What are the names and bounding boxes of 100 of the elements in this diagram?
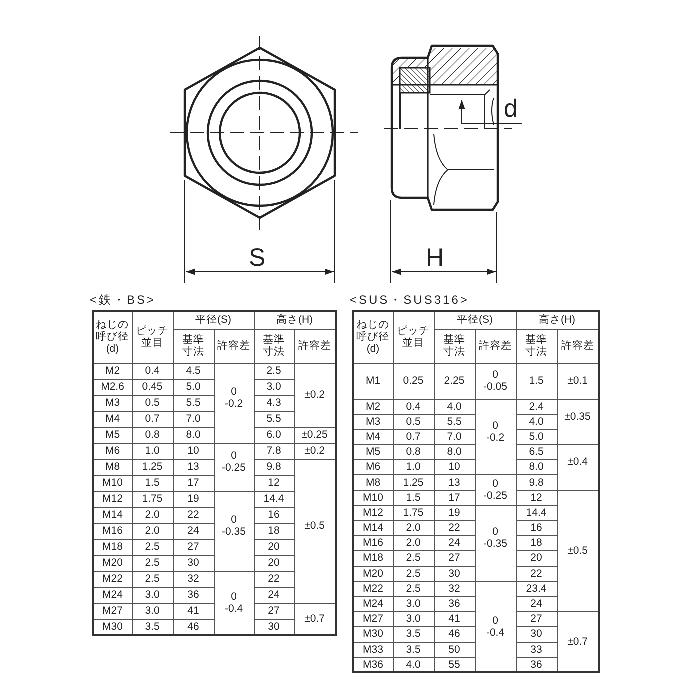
header-cell: ピッチ並目 <box>393 311 434 363</box>
table-cell: M2 <box>93 363 132 379</box>
header-cell: ピッチ並目 <box>132 311 173 363</box>
table-cell: 18 <box>516 536 557 551</box>
table-cell: 3.5 <box>393 642 434 658</box>
table-cell: M24 <box>93 587 132 603</box>
table-cell: 1.75 <box>393 505 434 520</box>
dimension-label: H <box>426 246 444 271</box>
table-cell: 1.25 <box>393 474 434 490</box>
table-cell: M4 <box>93 411 132 427</box>
table-cell: 9.8 <box>254 459 294 475</box>
table-cell: M24 <box>353 596 393 612</box>
dimension-label: d <box>504 97 518 122</box>
table-cell: 0.4 <box>393 399 434 414</box>
table-cell: 16 <box>516 520 557 536</box>
header-cell: ねじの呼び径(d) <box>353 311 393 363</box>
table-cell: 8.0 <box>434 444 475 460</box>
table-cell: M10 <box>353 490 393 506</box>
table-cell: 0.7 <box>132 411 173 427</box>
table-cell: 30 <box>516 626 557 642</box>
table-cell: M6 <box>353 460 393 475</box>
table-cell: 3.0 <box>132 603 173 619</box>
table-cell: 0 -0.35 <box>214 491 254 571</box>
table-cell: 3.5 <box>393 626 434 642</box>
table-cell: M5 <box>353 444 393 460</box>
table-cell: 0 -0.2 <box>475 399 516 475</box>
table-cell: 0.45 <box>132 379 173 395</box>
table-cell: 0.25 <box>393 363 434 399</box>
table-cell: 3.0 <box>132 587 173 603</box>
table-cell: 0.8 <box>393 444 434 460</box>
table-cell: 0 -0.25 <box>475 474 516 506</box>
table-cell: 2.4 <box>516 399 557 414</box>
header-cell: 平径(S) <box>434 311 516 329</box>
table-cell: M12 <box>93 491 132 507</box>
header-cell: 基準寸法 <box>434 329 475 363</box>
table-cell: 2.5 <box>132 555 173 571</box>
table-cell: M2 <box>353 399 393 414</box>
table-cell: 2.5 <box>132 571 173 587</box>
table-cell: 1.25 <box>132 459 173 475</box>
table-cell: M22 <box>353 581 393 596</box>
header-cell: ねじの呼び径(d) <box>93 311 132 363</box>
table-cell: 0.5 <box>393 414 434 430</box>
table-cell: 0 -0.35 <box>475 505 516 582</box>
table-cell: M18 <box>353 550 393 566</box>
table-cell: 2.5 <box>393 581 434 596</box>
table-cell: 6.5 <box>516 444 557 460</box>
table-title: <SUS・SUS316> <box>350 292 470 309</box>
table-cell: 27 <box>254 603 294 619</box>
table-cell: 10 <box>434 460 475 475</box>
table-cell: M18 <box>93 539 132 555</box>
table-cell: 2.0 <box>132 507 173 523</box>
table-cell: 10 <box>173 443 214 459</box>
table-cell: 27 <box>516 612 557 627</box>
table-cell: 20 <box>516 550 557 566</box>
table-cell: 1.75 <box>132 491 173 507</box>
table-cell: M8 <box>353 474 393 490</box>
table-cell: M1 <box>353 363 393 399</box>
header-cell: 平径(S) <box>173 311 254 329</box>
table-cell: 0 -0.25 <box>214 443 254 491</box>
header-cell: 基準寸法 <box>516 329 557 363</box>
header-cell: 許容差 <box>214 329 254 363</box>
table-cell: 7.8 <box>254 443 294 459</box>
table-cell: 1.0 <box>393 460 434 475</box>
table-cell: M5 <box>93 427 132 443</box>
table-cell: 41 <box>434 612 475 627</box>
table-title: <鉄・BS> <box>90 292 156 309</box>
table-cell: M16 <box>353 536 393 551</box>
table-cell: 0.5 <box>132 395 173 411</box>
table-cell: 22 <box>434 520 475 536</box>
table-cell: 0 -0.4 <box>475 581 516 672</box>
table-cell: 2.5 <box>132 539 173 555</box>
table-cell: 1.5 <box>393 490 434 506</box>
header-cell: 高さ(H) <box>516 311 600 329</box>
table-cell: 4.5 <box>173 363 214 379</box>
table-cell: 0 -0.4 <box>214 571 254 635</box>
table-cell: M14 <box>93 507 132 523</box>
dimension-label: S <box>249 246 266 271</box>
header-cell: 許容差 <box>475 329 516 363</box>
table-cell: 0.8 <box>132 427 173 443</box>
table-cell: 2.5 <box>393 566 434 582</box>
table-cell: M2.6 <box>93 379 132 395</box>
table-cell: M8 <box>93 459 132 475</box>
table-cell: M20 <box>353 566 393 582</box>
table-cell: 1.0 <box>132 443 173 459</box>
table-cell: M20 <box>93 555 132 571</box>
table-cell: 13 <box>434 474 475 490</box>
table-cell: M10 <box>93 475 132 491</box>
header-cell: 高さ(H) <box>254 311 336 329</box>
table-cell: 19 <box>173 491 214 507</box>
table-cell: 8.0 <box>516 460 557 475</box>
table-cell: 0 -0.05 <box>475 363 516 399</box>
table-cell: M4 <box>353 429 393 445</box>
table-cell: 24 <box>434 536 475 551</box>
table-cell: 2.0 <box>393 520 434 536</box>
table-cell: M30 <box>353 626 393 642</box>
table-cell: 0 -0.2 <box>214 363 254 443</box>
table-cell: M14 <box>353 520 393 536</box>
table-cell: 2.5 <box>393 550 434 566</box>
table-cell: M33 <box>353 642 393 658</box>
table-cell: M27 <box>353 612 393 627</box>
